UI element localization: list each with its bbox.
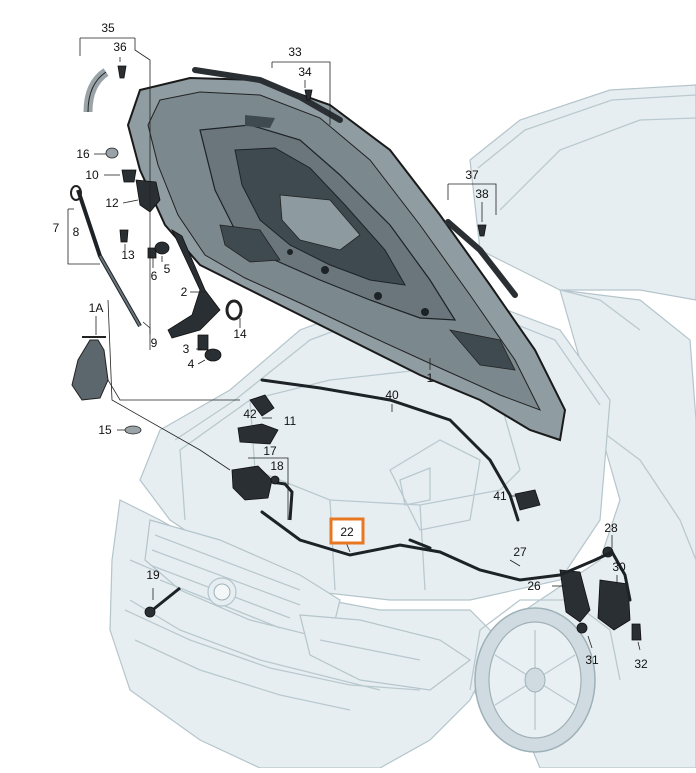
label-34: 34 <box>298 65 312 79</box>
seal-strip-part-37 <box>445 219 518 298</box>
label-15: 15 <box>98 423 112 437</box>
label-9: 9 <box>151 336 158 350</box>
windshield <box>469 84 696 301</box>
cable-part-22 <box>260 510 562 582</box>
label-13: 13 <box>121 248 135 262</box>
cable-part-40 <box>260 378 520 522</box>
label-3: 3 <box>183 342 190 356</box>
label-26: 26 <box>527 579 541 593</box>
label-41: 41 <box>493 489 507 503</box>
release-cables <box>260 378 632 602</box>
label-8: 8 <box>73 225 80 239</box>
label-19: 19 <box>146 568 160 582</box>
label-4: 4 <box>188 357 195 371</box>
label-28: 28 <box>604 521 618 535</box>
label-31: 31 <box>585 653 599 667</box>
hood-part-1 <box>126 76 567 442</box>
callouts: 35 36 33 34 37 38 16 10 12 7 8 13 6 5 2 … <box>53 21 648 671</box>
label-5: 5 <box>164 262 171 276</box>
pouch-part-1a <box>71 339 109 401</box>
label-38: 38 <box>475 187 489 201</box>
cable-part-27 <box>558 550 632 602</box>
label-6: 6 <box>151 269 158 283</box>
label-18: 18 <box>270 459 284 473</box>
label-35: 35 <box>101 21 115 35</box>
label-1: 1 <box>427 371 434 385</box>
label-40: 40 <box>385 388 399 402</box>
highlight-box-22 <box>329 517 365 545</box>
label-32: 32 <box>634 657 648 671</box>
label-33: 33 <box>288 45 302 59</box>
label-16: 16 <box>76 147 90 161</box>
label-7: 7 <box>53 221 60 235</box>
label-36: 36 <box>113 40 127 54</box>
label-22: 22 <box>340 525 354 539</box>
label-10: 10 <box>85 168 99 182</box>
label-2: 2 <box>181 285 188 299</box>
label-17: 17 <box>263 444 277 458</box>
label-42: 42 <box>243 407 257 421</box>
label-27: 27 <box>513 545 527 559</box>
label-12: 12 <box>105 196 119 210</box>
label-30: 30 <box>612 560 626 574</box>
leader-lines <box>67 37 641 651</box>
label-37: 37 <box>465 168 479 182</box>
hood-seal-part-33 <box>192 67 343 123</box>
label-11: 11 <box>284 414 297 428</box>
fasteners <box>70 65 642 641</box>
front-wheel <box>474 607 596 753</box>
label-1a: 1A <box>89 301 104 315</box>
label-14: 14 <box>233 327 247 341</box>
